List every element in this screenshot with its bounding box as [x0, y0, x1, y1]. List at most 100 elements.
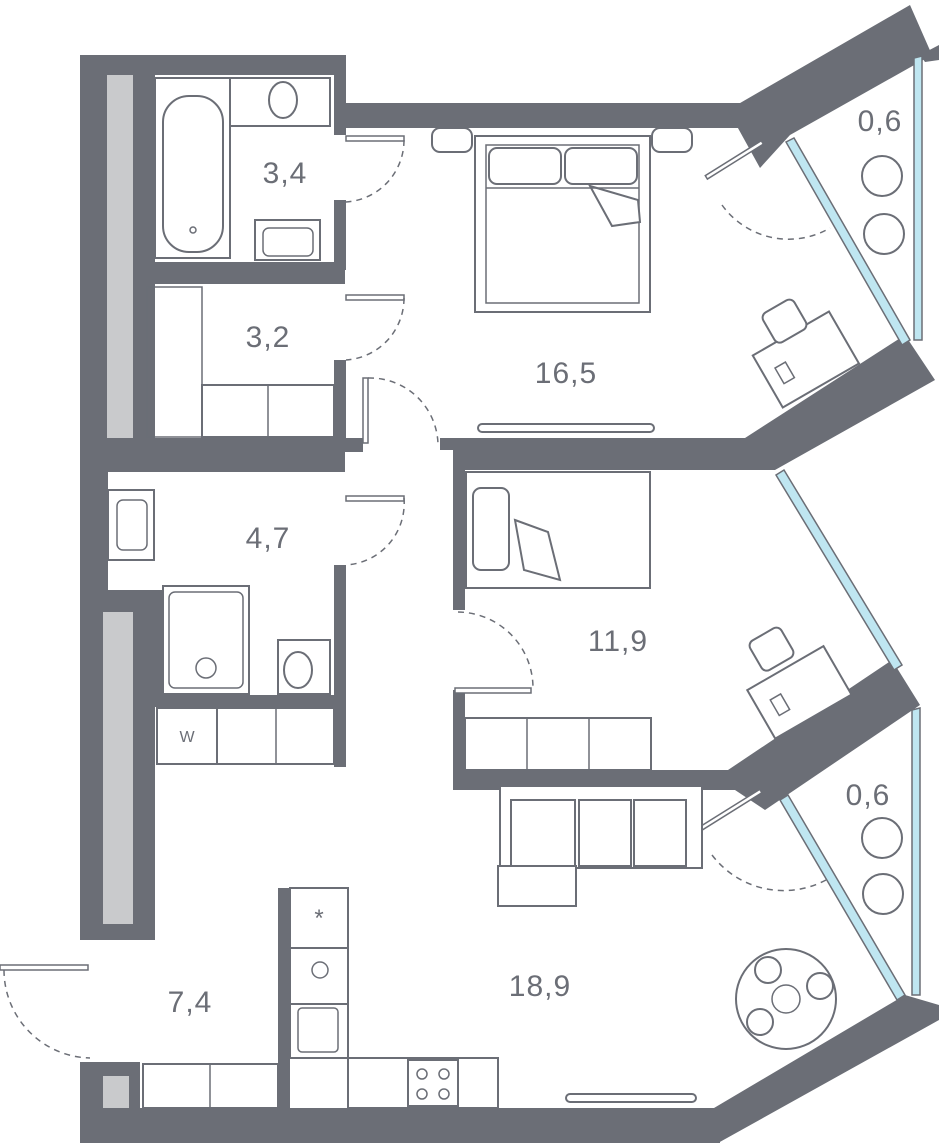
fridge [289, 887, 349, 949]
storage-right-wall [334, 360, 346, 450]
bed-inner [485, 144, 640, 304]
bed-pillow-left [488, 147, 562, 185]
storage-area-label: 3,2 [246, 321, 291, 354]
bathtub-basin [162, 95, 224, 253]
dining-centerpiece [771, 984, 801, 1014]
bathroom-toilet-icon [268, 81, 298, 119]
burner-3 [416, 1088, 428, 1100]
wc-bottom-wall [155, 695, 345, 707]
nightstand-left [431, 127, 473, 153]
sofa-cushion-3 [633, 799, 687, 867]
storage-bottom-wall [105, 438, 345, 472]
cooktop [407, 1059, 459, 1107]
balcony-top-chair [863, 213, 905, 255]
balcony-bottom-door-swing [711, 854, 827, 892]
right-exterior-lower [640, 995, 939, 1143]
burner-4 [438, 1088, 450, 1100]
doors [0, 135, 831, 1059]
balcony-bottom-table [861, 817, 903, 859]
balcony-top-window [913, 55, 923, 341]
wc-right-wall [334, 565, 346, 705]
second-bedroom-window [774, 468, 904, 672]
fridge-mark: * [314, 905, 323, 932]
living-tv [565, 1093, 697, 1103]
area-labels: 3,4 3,2 16,5 0,6 4,7 11,9 0,6 18,9 7,4 [168, 105, 903, 1019]
hall-bottom-left-wall [80, 1062, 100, 1143]
dining-chair-right [806, 972, 834, 1000]
sofa-cushion-1 [510, 799, 576, 867]
storage-shelf [146, 286, 203, 438]
left-column-1 [107, 60, 133, 438]
second-bedroom-door-leaf [454, 687, 532, 694]
hallway-area-label: 7,4 [168, 986, 213, 1019]
bed-pillow-right [564, 147, 638, 185]
kitchen-left-wall [278, 888, 290, 1108]
corridor-divider-wall [345, 438, 363, 452]
oven-dial [311, 961, 329, 979]
second-bedroom-area-label: 11,9 [588, 625, 648, 658]
second-bedroom-bottom-wall [453, 660, 920, 810]
burner-2 [438, 1068, 450, 1080]
bedroom-door-leaf [362, 377, 369, 444]
wc-toilet-icon [283, 651, 313, 689]
left-column-2 [103, 612, 133, 924]
bathroom-top-wall [80, 55, 342, 75]
dining-chair-top [754, 956, 782, 984]
bathroom-door-leaf [345, 135, 405, 142]
shower-tray [162, 585, 250, 695]
bathtub-drain [189, 226, 197, 234]
top-right-corner-wall [920, 45, 939, 62]
living-area-label: 18,9 [509, 970, 571, 1003]
second-bedroom-wardrobe [464, 717, 652, 771]
shower-inner [168, 591, 244, 689]
laundry-right-wall [334, 705, 346, 767]
bathroom-area-label: 3,4 [263, 157, 308, 190]
balcony-top-door-swing [721, 204, 831, 240]
oven-unit [289, 947, 349, 1005]
washer [156, 707, 218, 765]
balcony-bottom-area-label: 0,6 [846, 779, 891, 812]
second-bedroom-chair [748, 626, 795, 672]
burner-1 [416, 1068, 428, 1080]
balcony-top-door-leaf [704, 139, 765, 181]
second-bedroom-door-swing [457, 611, 534, 689]
storage-door-swing [345, 297, 405, 361]
bedroom-tv [477, 423, 655, 433]
entrance-door-leaf [0, 964, 89, 971]
wc-door-leaf [345, 495, 405, 502]
entrance-door-swing [3, 969, 91, 1059]
wc-door-swing [345, 497, 405, 566]
second-bedroom-left-wall [453, 450, 465, 610]
walls [80, 5, 939, 1143]
bathroom-bottom-wall [145, 262, 345, 284]
storage-door-leaf [345, 294, 405, 301]
bathroom-sink-icon [254, 219, 321, 261]
washer-mark: W [179, 729, 195, 746]
furniture: W * [107, 77, 905, 1109]
dining-chair-left [746, 1008, 774, 1036]
left-exterior-wall-mid [80, 450, 108, 590]
balcony-top-area-label: 0,6 [858, 105, 903, 138]
balcony-bottom-chair [862, 873, 904, 915]
single-bed-blanket [513, 518, 562, 582]
balcony-top-table [861, 155, 903, 197]
bedroom-top-wall [334, 103, 740, 135]
single-bed-pillow [472, 487, 510, 571]
balcony-bottom-window [911, 707, 921, 996]
bathroom-door-swing [345, 139, 405, 203]
bedroom-window [784, 137, 912, 347]
bottom-wall [80, 1108, 720, 1143]
bedroom-bottom-wall [440, 335, 935, 470]
sofa-chaise [497, 865, 577, 907]
bedroom-desk-chair [761, 298, 808, 344]
bed-blanket-fold [587, 184, 642, 228]
living-window [778, 793, 907, 1002]
bedroom-area-label: 16,5 [535, 357, 597, 390]
bathroom-right-wall [334, 200, 346, 270]
sofa-cushion-2 [578, 799, 632, 867]
windows [774, 55, 923, 1002]
shower-drain [195, 657, 217, 679]
bathroom-sink-bowl [262, 227, 314, 257]
bedroom-door-swing [367, 377, 439, 445]
